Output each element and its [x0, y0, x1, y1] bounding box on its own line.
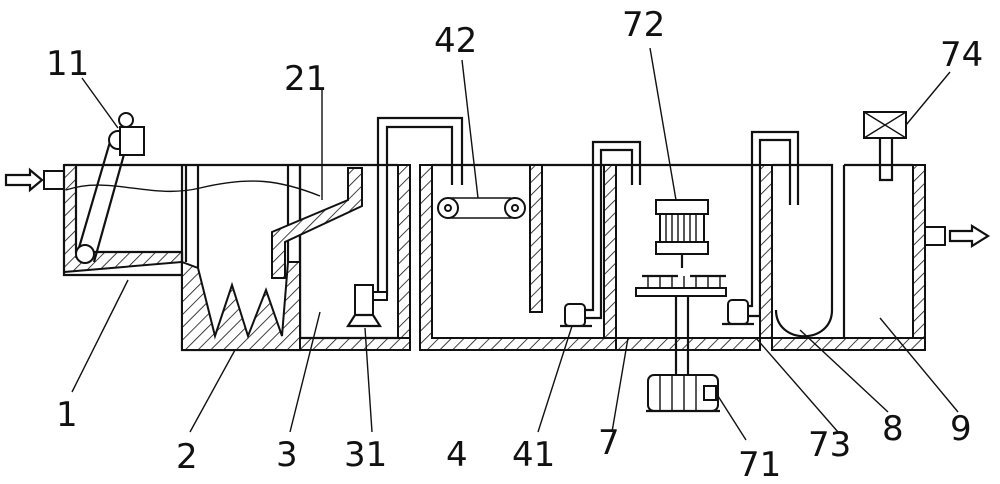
label-4: 4 — [446, 435, 468, 475]
label-2: 2 — [176, 437, 198, 477]
label-11: 11 — [46, 44, 89, 84]
tank-9-outlet — [844, 111, 991, 339]
label-1: 1 — [56, 395, 78, 435]
tank-2-sedimentation — [180, 165, 302, 352]
label-7: 7 — [598, 423, 620, 463]
label-3: 3 — [276, 435, 298, 475]
label-42: 42 — [434, 21, 477, 61]
leader-lines — [71, 47, 959, 441]
tank-1-screen — [62, 112, 184, 277]
label-73: 73 — [808, 425, 851, 465]
tank-8-u-tube — [759, 163, 926, 351]
label-21: 21 — [284, 59, 327, 99]
water-surface — [65, 180, 321, 197]
label-71: 71 — [738, 445, 781, 484]
label-72: 72 — [622, 5, 665, 45]
tank-7-mixing — [603, 130, 800, 413]
inlet-arrow — [4, 167, 67, 193]
label-31: 31 — [344, 435, 387, 475]
inclined-plate — [271, 167, 363, 279]
label-8: 8 — [882, 409, 904, 449]
label-41: 41 — [512, 435, 555, 475]
tank-3-pump — [299, 116, 464, 351]
pump-31 — [354, 284, 374, 316]
label-74: 74 — [940, 35, 983, 75]
tank-4-filter — [419, 140, 642, 351]
inclined-screen — [74, 112, 145, 264]
belt-conveyor — [437, 197, 526, 219]
label-9: 9 — [950, 409, 972, 449]
callout-labels: 11 21 42 72 74 1 2 3 31 4 41 7 71 73 8 9 — [46, 5, 983, 484]
motor-71 — [646, 374, 720, 413]
